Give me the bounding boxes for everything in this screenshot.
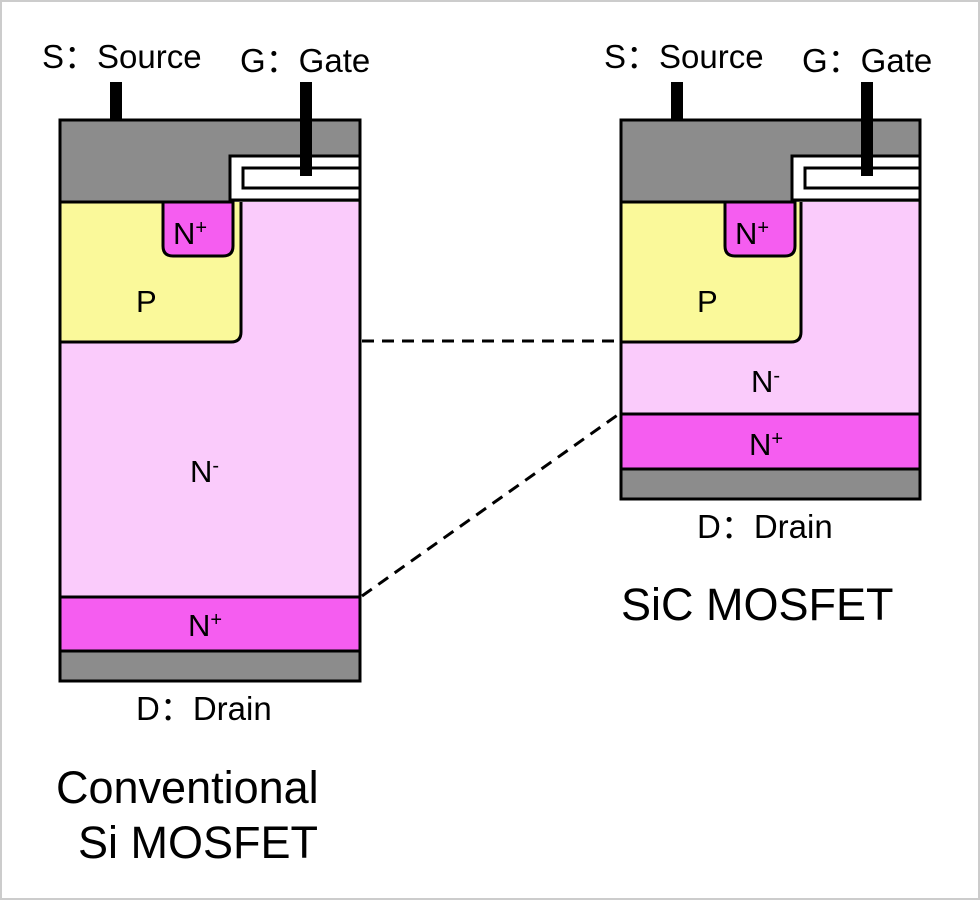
si-n-plus-substrate-base: N — [188, 608, 210, 643]
sic-n-minus-label: N- — [751, 364, 780, 399]
si-drain-metal — [60, 651, 360, 681]
sic-mosfet: S：Source G：Gate P N+ N- N+ D：Drain SiC M… — [604, 38, 932, 630]
sic-n-plus-substrate — [621, 414, 920, 469]
sic-source-lead — [671, 82, 683, 122]
sic-n-minus-sup: - — [773, 365, 780, 387]
sic-outline — [619, 118, 922, 501]
si-n-plus-substrate-sup: + — [210, 609, 222, 631]
sic-source-label: S：Source — [604, 38, 764, 75]
si-outline — [58, 118, 362, 683]
sic-gate-lead — [861, 82, 873, 176]
si-p-junction — [60, 202, 243, 344]
sic-p-junction — [621, 202, 803, 344]
sic-n-plus-substrate-label: N+ — [749, 427, 783, 462]
sic-drain-label: D：Drain — [697, 508, 833, 545]
sic-n-plus-source-label: N+ — [735, 216, 769, 251]
sic-n-plus-substrate-sup: + — [771, 428, 783, 450]
si-n-plus-source-sup: + — [195, 217, 207, 239]
drift-bottom-connector — [361, 412, 620, 598]
si-caption-line2: Si MOSFET — [78, 817, 318, 868]
sic-gate-label: G：Gate — [802, 42, 932, 79]
si-mosfet: S：Source G：Gate P N+ N- N+ D：Drain Conve… — [42, 38, 370, 868]
si-n-plus-substrate — [60, 597, 360, 651]
sic-p-label: P — [697, 284, 718, 319]
si-n-plus-source — [161, 200, 235, 258]
si-caption-line1: Conventional — [56, 762, 319, 813]
si-gate-label: G：Gate — [240, 42, 370, 79]
sic-n-plus-substrate-base: N — [749, 427, 771, 462]
sic-n-plus-source — [723, 200, 797, 258]
si-n-minus-base: N — [190, 454, 212, 489]
sic-n-plus-source-base: N — [735, 216, 757, 251]
sic-n-minus-base: N — [751, 364, 773, 399]
si-gate-lead — [300, 82, 312, 176]
si-n-plus-source-label: N+ — [173, 216, 207, 251]
si-n-minus-sup: - — [212, 455, 219, 477]
si-p-label: P — [136, 284, 157, 319]
sic-caption: SiC MOSFET — [621, 579, 894, 630]
sic-drain-metal — [621, 469, 920, 499]
si-n-minus-label: N- — [190, 454, 219, 489]
si-drain-label: D：Drain — [136, 690, 272, 727]
si-source-label: S：Source — [42, 38, 202, 75]
si-source-lead — [110, 82, 122, 122]
si-n-plus-substrate-label: N+ — [188, 608, 222, 643]
si-n-plus-source-base: N — [173, 216, 195, 251]
sic-n-plus-source-sup: + — [757, 217, 769, 239]
